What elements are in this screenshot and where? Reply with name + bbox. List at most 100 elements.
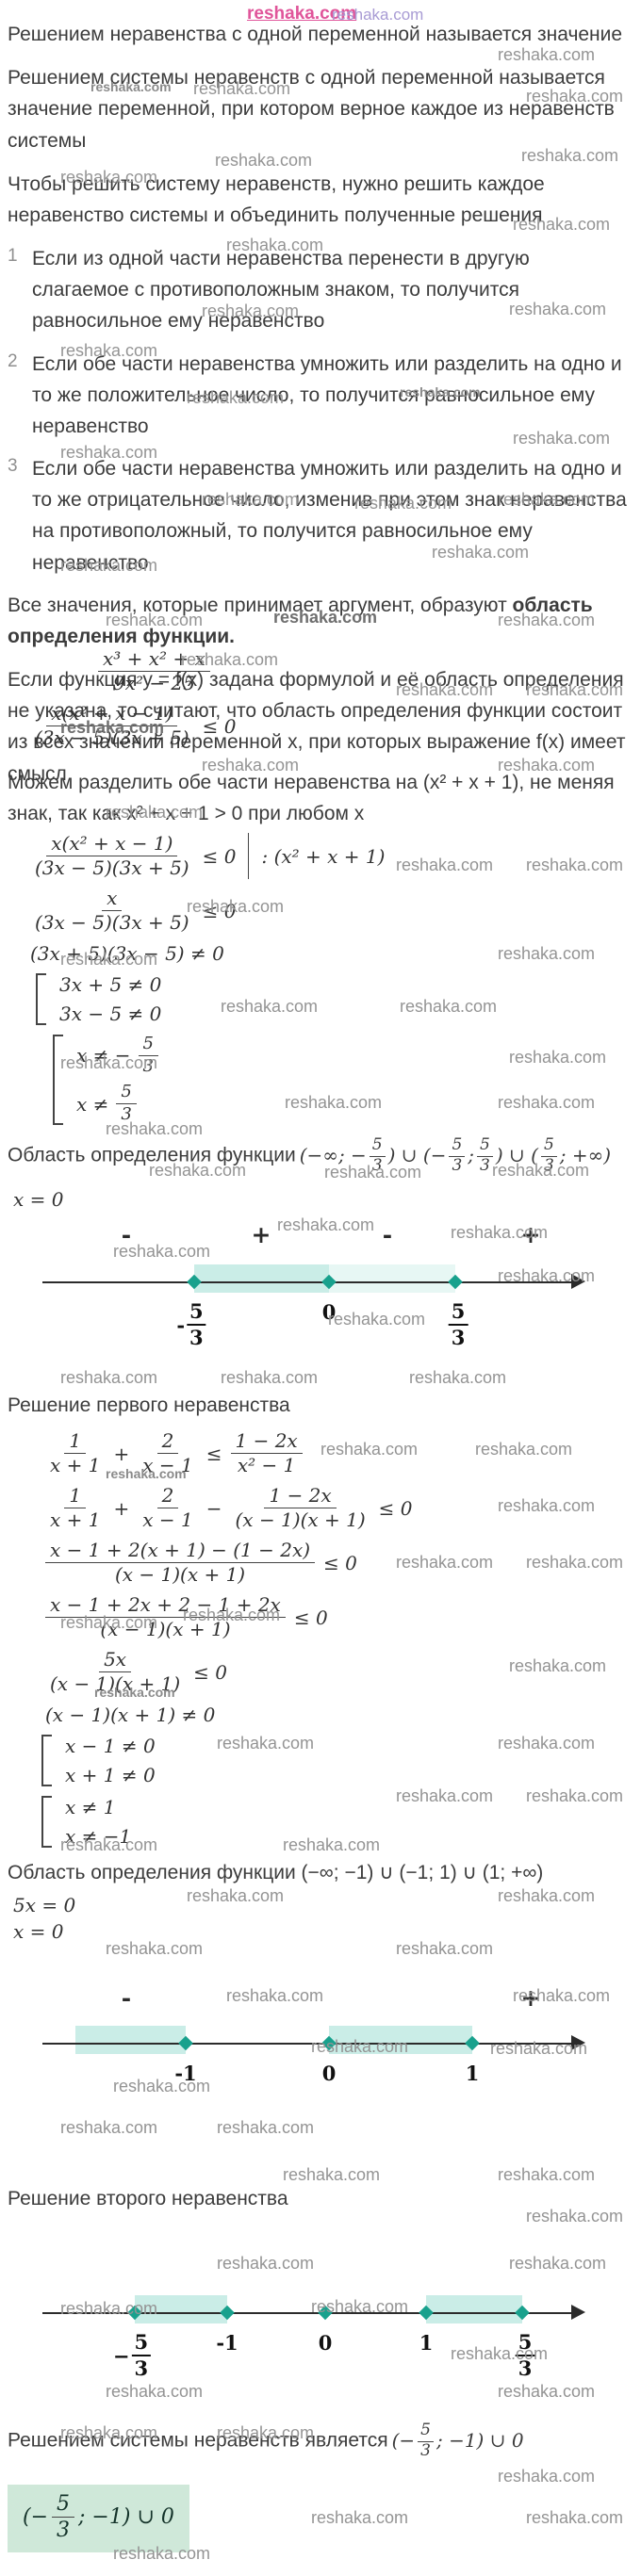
divide-note-block: Можем разделить обе части неравенства на… bbox=[8, 767, 630, 841]
fraction: x − 1 + 2x + 2 − 1 + 2x(x − 1)(x + 1) bbox=[45, 1594, 286, 1640]
axis-line bbox=[42, 2043, 575, 2045]
math-text: x ≠ bbox=[76, 1092, 109, 1116]
watermark: reshaka.com bbox=[498, 1886, 596, 1905]
math-text: 3x − 5 ≠ 0 bbox=[59, 1003, 162, 1025]
sign-label: - bbox=[382, 1221, 393, 1248]
domain-definition-bold: область определения функции. bbox=[8, 594, 593, 647]
watermark: reshaka.com bbox=[498, 2165, 596, 2184]
math-text: − bbox=[112, 2343, 130, 2368]
math-text: ; +∞) bbox=[559, 1144, 612, 1167]
watermark: reshaka.com bbox=[60, 2118, 158, 2137]
fraction-denominator: x² − 1 bbox=[237, 1454, 296, 1476]
watermark: reshaka.com bbox=[60, 2299, 158, 2318]
watermark: reshaka.com bbox=[60, 1053, 158, 1072]
math-text: ) ∪ (− bbox=[387, 1144, 447, 1167]
watermark: reshaka.com bbox=[396, 1939, 494, 1958]
fraction-numerator: 2 bbox=[156, 1430, 179, 1454]
watermark: reshaka.com bbox=[513, 1986, 611, 2005]
fraction-denominator: x + 1 bbox=[50, 1508, 101, 1531]
watermark: reshaka.com bbox=[332, 6, 424, 24]
watermark: reshaka.com bbox=[526, 1553, 624, 1572]
fraction-denominator: 9x² − 25 bbox=[112, 672, 195, 694]
watermark: reshaka.com bbox=[475, 1440, 573, 1459]
watermark: reshaka.com bbox=[60, 556, 158, 575]
watermark: reshaka.com bbox=[354, 494, 452, 513]
system-row: x − 1 ≠ 0 bbox=[65, 1735, 156, 1757]
watermark: reshaka.com bbox=[226, 1986, 324, 2005]
domain-definition: Все значения, которые принимает аргумент… bbox=[8, 590, 630, 652]
fraction-numerator: 5 bbox=[448, 1299, 468, 1327]
watermark: reshaka.com bbox=[498, 2467, 596, 2486]
watermark: reshaka.com bbox=[498, 944, 596, 963]
watermark: reshaka.com bbox=[328, 1310, 426, 1329]
watermark: reshaka.com bbox=[509, 1656, 607, 1675]
axis-arrow-icon bbox=[571, 2035, 585, 2050]
watermark: reshaka.com bbox=[149, 1161, 247, 1180]
math-text: ≤ 0 bbox=[202, 714, 237, 738]
formula-denominator-nonzero: (3x + 5)(3x − 5) ≠ 0 bbox=[30, 942, 630, 965]
theory-section: Решением неравенства с одной переменной … bbox=[8, 19, 630, 802]
sign-label: - bbox=[121, 1984, 132, 2012]
math-text: ≤ 0 bbox=[378, 1496, 413, 1520]
watermark: reshaka.com bbox=[526, 1786, 624, 1805]
math-text: x + 1 ≠ 0 bbox=[65, 1764, 156, 1786]
watermark: reshaka.com bbox=[217, 2254, 315, 2273]
watermark: reshaka.com bbox=[513, 429, 611, 448]
formula-domain-inequality: x(x² + x − 1)(3x − 5)(3x + 5)≤ 0 bbox=[30, 703, 630, 749]
fraction-numerator: 5 bbox=[477, 1135, 493, 1157]
solution-band bbox=[75, 2026, 186, 2054]
watermark: reshaka.com bbox=[113, 1242, 211, 1261]
math-text: - bbox=[176, 1312, 186, 1337]
solution-band bbox=[329, 1264, 455, 1293]
fraction-numerator: 1 − 2x bbox=[230, 1430, 303, 1454]
solution-band bbox=[329, 2026, 472, 2054]
formula-divide-both-sides: x(x² + x − 1)(3x − 5)(3x + 5)≤ 0: (x² + … bbox=[30, 833, 630, 879]
watermark: reshaka.com bbox=[498, 1734, 596, 1753]
watermark: reshaka.com bbox=[285, 1093, 383, 1112]
math-text: + bbox=[113, 1442, 130, 1465]
watermark: reshaka.com bbox=[215, 151, 313, 170]
rule-item: 2 Если обе части неравенства умножить ил… bbox=[8, 349, 630, 443]
fraction-denominator: (x − 1)(x + 1) bbox=[114, 1563, 246, 1586]
math-text: x ≠ −1 bbox=[65, 1825, 132, 1848]
fraction: 1 − 2x(x − 1)(x + 1) bbox=[231, 1485, 370, 1531]
math-text: : (x² + x + 1) bbox=[261, 844, 386, 868]
watermark: reshaka.com bbox=[187, 897, 285, 916]
point-label: 0 bbox=[318, 2331, 333, 2355]
formula-simplified: x(3x − 5)(3x + 5)≤ 0 bbox=[30, 888, 630, 934]
watermark: reshaka.com bbox=[60, 1613, 158, 1632]
watermark: reshaka.com bbox=[400, 997, 498, 1016]
fraction: x − 1 + 2(x + 1) − (1 − 2x)(x − 1)(x + 1… bbox=[45, 1540, 316, 1586]
numerator-zero: x = 0 bbox=[13, 1188, 64, 1212]
watermark: reshaka.com bbox=[526, 856, 624, 874]
system-denominators: 3x + 5 ≠ 0 3x − 5 ≠ 0 bbox=[36, 973, 630, 1025]
watermark: reshaka.com bbox=[217, 1734, 315, 1753]
watermark: reshaka.com bbox=[217, 2423, 315, 2442]
domain-result-label: Область определения функции bbox=[8, 1144, 296, 1166]
watermark: reshaka.com bbox=[509, 1048, 607, 1067]
watermark: reshaka.com bbox=[396, 680, 494, 699]
axis-line bbox=[42, 2312, 575, 2314]
fraction-numerator: 5 bbox=[131, 2330, 152, 2357]
fraction-denominator: 3 bbox=[451, 1326, 466, 1350]
watermark: reshaka.com bbox=[106, 1466, 187, 1481]
fraction-numerator: 1 bbox=[64, 1430, 87, 1454]
math-text: ≤ 0 bbox=[202, 899, 237, 922]
watermark: reshaka.com bbox=[106, 2382, 204, 2401]
fraction-numerator: 5x bbox=[99, 1649, 132, 1672]
formula-step: x − 1 + 2(x + 1) − (1 − 2x)(x − 1)(x + 1… bbox=[45, 1540, 630, 1586]
watermark: reshaka.com bbox=[498, 1093, 596, 1112]
